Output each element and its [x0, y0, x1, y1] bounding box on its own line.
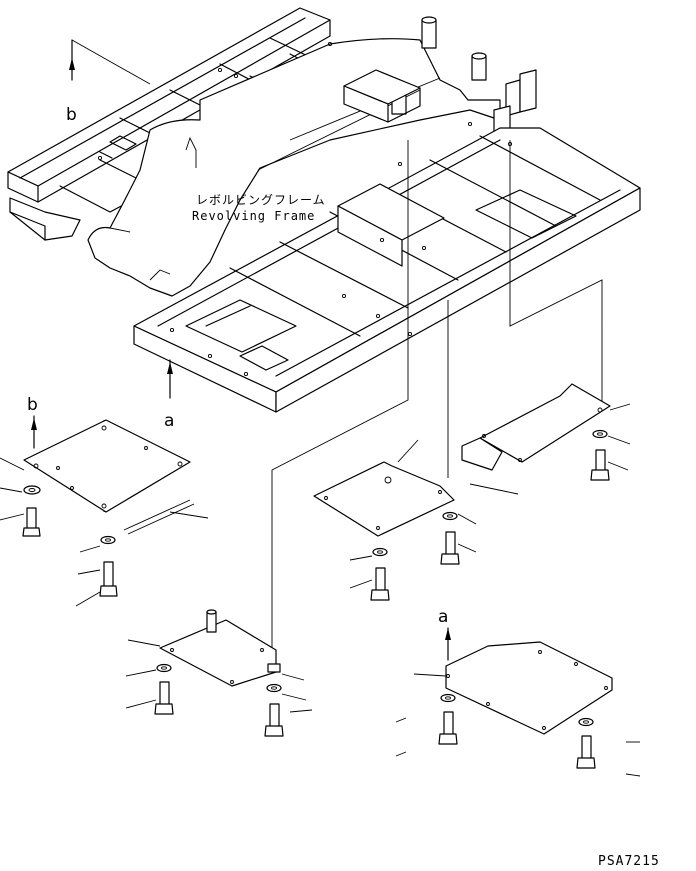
cover-plate-lower-right	[413, 641, 613, 735]
drawing-code: PSA7215	[598, 854, 660, 869]
callout-letter-a-frame: a	[164, 411, 174, 431]
callout-letter-a-plate: a	[438, 607, 448, 627]
bolt	[576, 735, 596, 769]
bolt	[440, 531, 460, 565]
bolt	[438, 711, 458, 745]
washer	[372, 547, 388, 557]
bolt	[154, 681, 174, 715]
callout-letter-b-plate: b	[27, 395, 38, 415]
callout-b-plate: b	[27, 395, 38, 449]
cover-plate-lower-middle	[127, 609, 277, 687]
cover-plate-left	[0, 419, 209, 535]
fasteners	[22, 429, 610, 769]
washer	[578, 717, 594, 727]
cover-plate-right	[461, 383, 631, 471]
part-leaders	[0, 435, 641, 777]
washer	[266, 683, 282, 693]
washer	[442, 511, 458, 521]
cover-plate-middle	[313, 439, 519, 537]
bolt	[264, 703, 284, 737]
nut	[267, 663, 281, 673]
washer	[156, 663, 172, 673]
frame-label-japanese: レボルビングフレーム	[196, 193, 326, 207]
washer	[100, 535, 116, 545]
bolt	[590, 449, 610, 481]
bolt	[370, 567, 390, 601]
washer	[23, 485, 41, 495]
washer	[440, 693, 456, 703]
bolt	[22, 507, 41, 537]
bolt	[99, 561, 118, 597]
frame-label-english: Revolving Frame	[192, 209, 315, 223]
callout-a-frame: a	[164, 359, 174, 431]
callout-b-top: b	[66, 39, 151, 125]
washer	[592, 429, 608, 439]
callout-a-plate: a	[438, 607, 451, 661]
frame-label: レボルビングフレーム Revolving Frame	[192, 193, 326, 223]
revolving-frame	[7, 7, 641, 413]
callout-letter-b-top: b	[66, 105, 77, 125]
